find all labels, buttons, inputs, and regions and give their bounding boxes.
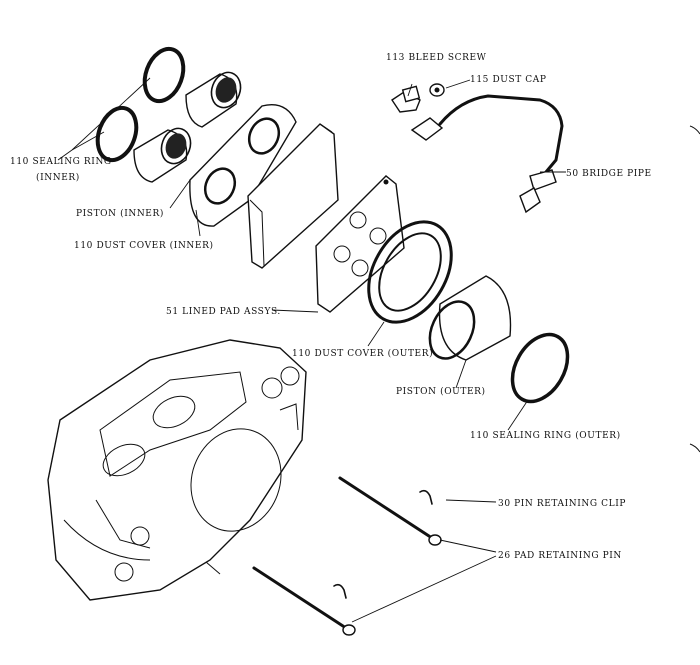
- piston-outer: [428, 275, 512, 361]
- sealing-ring-outer: [510, 332, 570, 404]
- label-piston-inner: PISTON (INNER): [76, 208, 164, 219]
- piston-inner-lower: [133, 127, 192, 183]
- label-dust-cover-outer: 110 DUST COVER (OUTER): [292, 348, 433, 359]
- edge-mark-lower: [689, 443, 700, 453]
- sealing-ring-inner-upper: [142, 46, 186, 104]
- edge-mark-upper: [689, 125, 700, 135]
- bridge-pipe: [410, 94, 564, 214]
- sealing-ring-inner-lower: [95, 105, 139, 163]
- dust-cover-outer: [367, 220, 453, 324]
- caliper-body: [47, 339, 307, 601]
- label-pin-retaining-clip: 30 PIN RETAINING CLIP: [498, 499, 626, 509]
- label-bleed-screw: 113 BLEED SCREW: [386, 53, 487, 63]
- label-dust-cap: 115 DUST CAP: [470, 75, 547, 85]
- label-piston-outer: PISTON (OUTER): [396, 386, 486, 397]
- label-dust-cover-inner: 110 DUST COVER (INNER): [74, 240, 214, 251]
- pad-retaining-pin-upper: [338, 476, 442, 546]
- pad-retaining-pin-lower: [252, 566, 356, 636]
- dust-cap: [429, 83, 445, 97]
- label-sealing-ring-inner: 110 SEALING RING: [10, 157, 112, 167]
- lined-pad-outer: [315, 175, 405, 313]
- pin-retaining-clip-upper: [419, 489, 433, 505]
- label-lined-pad-assys: 51 LINED PAD ASSYS.: [166, 307, 281, 317]
- label-sealing-ring-outer: 110 SEALING RING (OUTER): [470, 430, 621, 441]
- piston-inner-upper: [185, 71, 242, 128]
- label-pad-retaining-pin: 26 PAD RETAINING PIN: [498, 551, 622, 561]
- lined-pad-inner: [247, 123, 339, 269]
- leader-lines: [57, 77, 566, 623]
- pin-retaining-clip-lower: [333, 583, 347, 599]
- label-sealing-ring-inner-sub: (INNER): [36, 172, 80, 183]
- bleed-screw: [391, 85, 421, 113]
- label-bridge-pipe: 50 BRIDGE PIPE: [566, 169, 652, 179]
